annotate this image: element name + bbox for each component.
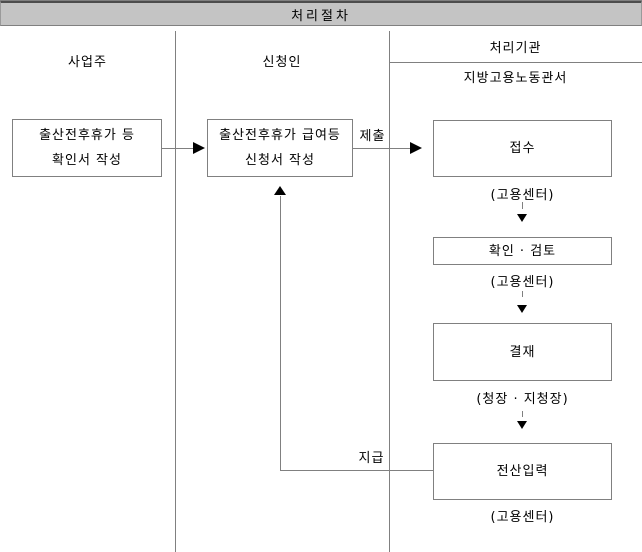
agency-subheader-line bbox=[389, 62, 642, 63]
column-header-agency-office-label: 지방고용노동관서 bbox=[463, 70, 568, 86]
step-note-approval: (청장 · 지청장) bbox=[476, 392, 569, 407]
step-box-receipt-label: 접수 bbox=[509, 141, 536, 156]
step-note-review: (고용센터) bbox=[490, 275, 555, 290]
arrow-down-2-icon bbox=[517, 305, 527, 313]
step-note-receipt: (고용센터) bbox=[490, 188, 555, 203]
step-box-data-entry: 전산입력 bbox=[433, 443, 612, 500]
step-box-approval: 결재 bbox=[433, 323, 612, 381]
column-header-agency-label: 처리기관 bbox=[489, 41, 542, 56]
arrow-applicant-to-receipt-line bbox=[352, 148, 411, 149]
column-header-employer: 사업주 bbox=[0, 31, 175, 90]
arrow-down-1-icon bbox=[517, 214, 527, 222]
step-box-review: 확인 · 검토 bbox=[433, 237, 612, 265]
header-bottom-line bbox=[0, 0, 642, 1]
column-header-agency: 처리기관 bbox=[389, 31, 642, 62]
arrow-employer-to-applicant-head-icon bbox=[193, 142, 205, 154]
connector-tick-1 bbox=[522, 202, 523, 209]
connector-tick-3 bbox=[522, 411, 523, 417]
column-header-employer-label: 사업주 bbox=[68, 55, 107, 70]
applicant-box: 출산전후휴가 급여등 신청서 작성 bbox=[207, 119, 353, 177]
step-box-data-entry-label: 전산입력 bbox=[496, 464, 549, 479]
arrow-down-3-icon bbox=[517, 421, 527, 429]
submit-label: 제출 bbox=[359, 129, 386, 144]
applicant-box-line2: 신청서 작성 bbox=[245, 153, 315, 168]
employer-box: 출산전후휴가 등 확인서 작성 bbox=[12, 119, 162, 177]
arrow-up-to-applicant-icon bbox=[274, 186, 286, 195]
step-box-review-label: 확인 · 검토 bbox=[488, 243, 557, 259]
applicant-box-line1: 출산전후휴가 급여등 bbox=[219, 128, 341, 143]
step-note-data-entry: (고용센터) bbox=[490, 510, 555, 525]
return-line-vertical bbox=[280, 196, 281, 470]
arrow-applicant-to-receipt-head-icon bbox=[410, 142, 422, 154]
column-header-applicant-label: 신청인 bbox=[262, 55, 302, 70]
arrow-employer-to-applicant-line bbox=[161, 148, 193, 149]
diagram-title: 처리절차 bbox=[291, 8, 351, 24]
employer-box-line1: 출산전후휴가 등 bbox=[39, 128, 135, 143]
column-header-applicant: 신청인 bbox=[175, 31, 389, 90]
pay-label: 지급 bbox=[358, 451, 385, 466]
column-divider-2 bbox=[389, 31, 390, 552]
column-divider-1 bbox=[175, 31, 176, 552]
step-box-receipt: 접수 bbox=[433, 120, 612, 177]
step-box-approval-label: 결재 bbox=[509, 344, 536, 360]
column-header-agency-office: 지방고용노동관서 bbox=[389, 62, 642, 90]
diagram-title-band: 처리절차 bbox=[0, 0, 642, 26]
return-line-horizontal bbox=[280, 470, 433, 471]
employer-box-line2: 확인서 작성 bbox=[52, 153, 122, 168]
connector-tick-2 bbox=[522, 291, 523, 297]
